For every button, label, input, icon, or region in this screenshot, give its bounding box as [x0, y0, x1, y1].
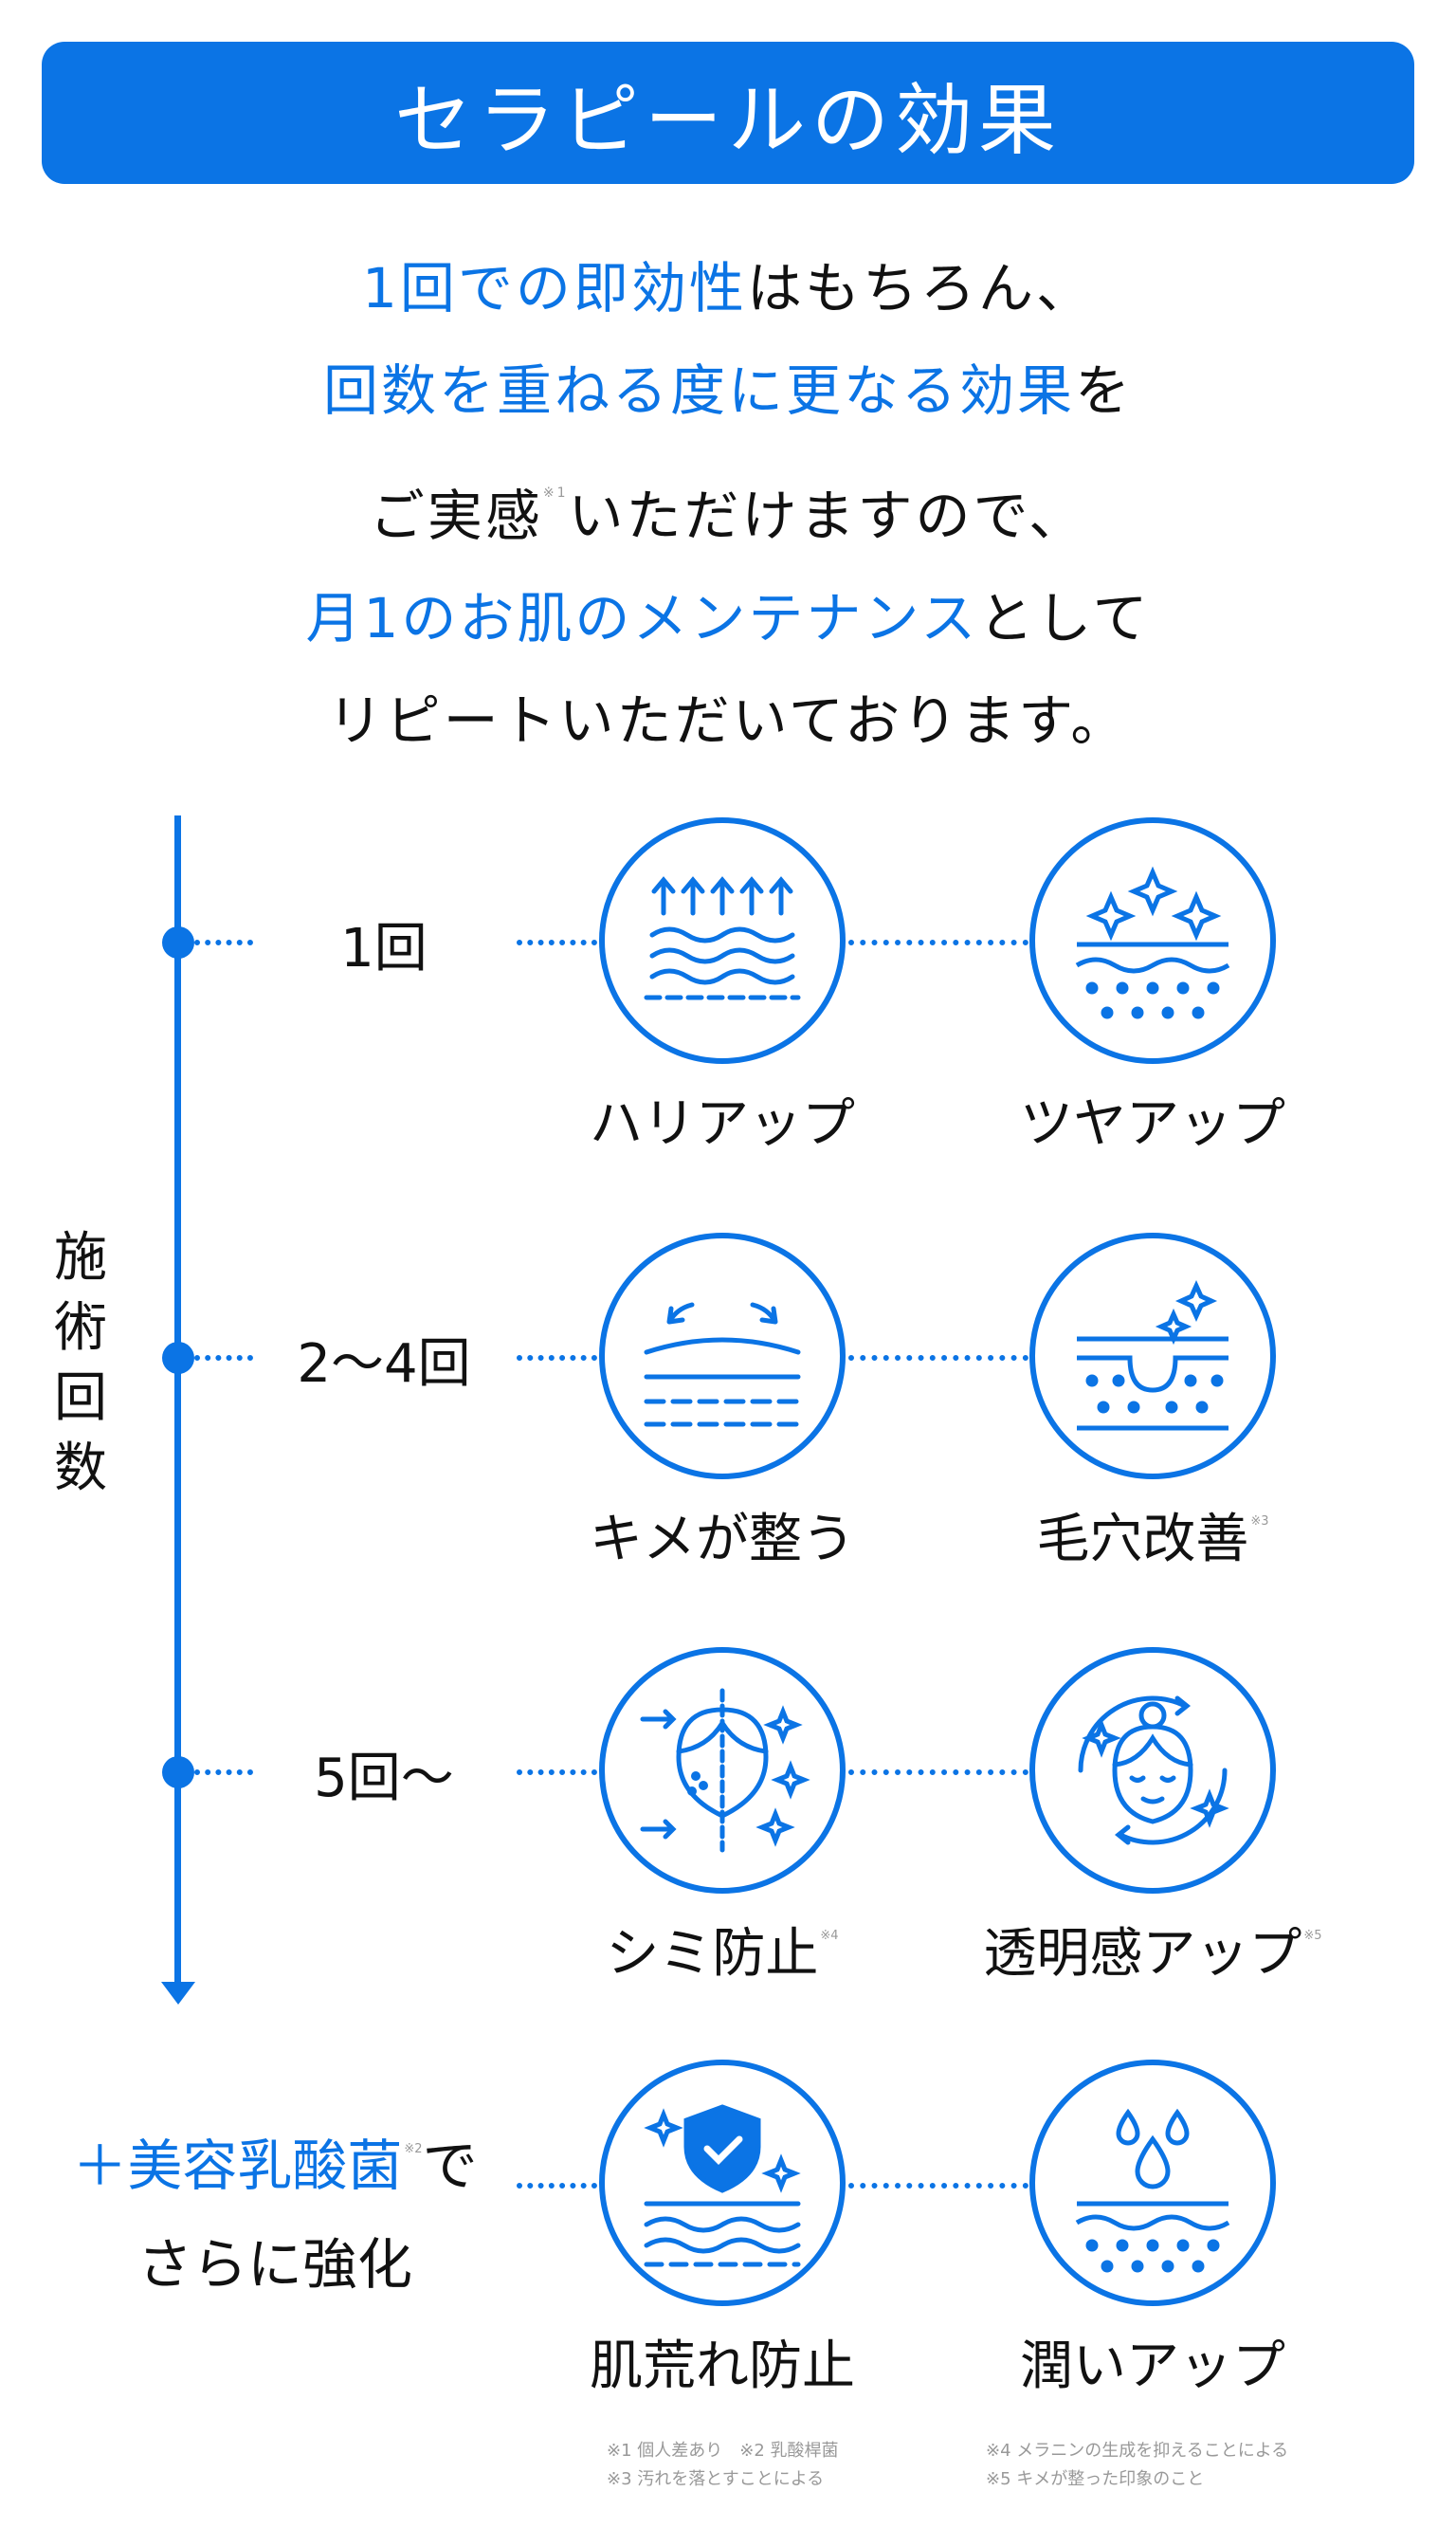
- connector: [194, 1769, 253, 1775]
- face-glow-icon: [1029, 1647, 1276, 1894]
- timeline-label: 施 術 回 数: [47, 1223, 114, 1504]
- effect-label: 透明感アップ※5: [973, 1911, 1333, 1988]
- intro-text-part: を: [1075, 358, 1134, 423]
- effect-label: 肌荒れ防止: [561, 2323, 883, 2400]
- footnote: ※5 キメが整った印象のこと: [986, 2469, 1205, 2489]
- shield-skin-icon: [599, 2060, 846, 2306]
- effect-label-text: 肌荒れ防止: [590, 2336, 855, 2397]
- connector: [848, 1769, 1028, 1775]
- footnote-mark: ※5: [1303, 1929, 1322, 1943]
- footnote-mark: ※2: [404, 2142, 423, 2156]
- page-title: セラピールの効果: [393, 75, 1062, 166]
- footnote-mark: ※4: [820, 1929, 839, 1943]
- timeline-label-char: 術: [54, 1297, 107, 1359]
- connector: [517, 940, 597, 945]
- skin-lift-icon: [599, 817, 846, 1064]
- effect-label: ハリアップ: [561, 1081, 883, 1158]
- intro-text: 1回での即効性はもちろん、 回数を重ねる度に更なる効果を ご実感※1いただけます…: [0, 237, 1456, 772]
- plus-highlight: ＋美容乳酸菌: [72, 2134, 403, 2198]
- timeline-dot: [162, 1342, 194, 1374]
- count-label: 1回: [340, 918, 428, 980]
- moisture-icon: [1029, 2060, 1276, 2306]
- pore-icon: [1029, 1233, 1276, 1479]
- footnote: ※1 個人差あり ※2 乳酸桿菌: [607, 2441, 839, 2461]
- footnotes-left: ※1 個人差あり ※2 乳酸桿菌 ※3 汚れを落とすことによる: [607, 2437, 839, 2494]
- connector: [517, 2183, 597, 2189]
- plus-label: ＋美容乳酸菌※2で さらに強化: [38, 2100, 512, 2314]
- effect-label: 潤いアップ: [992, 2323, 1314, 2400]
- footnote: ※4 メラニンの生成を抑えることによる: [986, 2441, 1289, 2461]
- connector: [848, 2183, 1028, 2189]
- effect-label-text: キメが整う: [590, 1509, 855, 1570]
- effect-label: シミ防止※4: [561, 1911, 883, 1988]
- effect-label-text: ハリアップ: [590, 1093, 855, 1155]
- footnote-mark: ※1: [542, 485, 569, 501]
- intro-highlight: 1回での即効性: [362, 256, 747, 321]
- intro-text-part: として: [978, 586, 1151, 650]
- effect-label-text: ツヤアップ: [1020, 1093, 1285, 1155]
- effect-label: キメが整う: [561, 1496, 883, 1573]
- footnote-mark: ※3: [1250, 1514, 1269, 1529]
- intro-text-part: ご実感: [369, 484, 543, 548]
- skin-shine-icon: [1029, 817, 1276, 1064]
- effect-label: ツヤアップ: [992, 1081, 1314, 1158]
- effect-label-text: 潤いアップ: [1020, 2336, 1285, 2397]
- title-banner: セラピールの効果: [42, 42, 1414, 184]
- connector: [848, 1355, 1028, 1361]
- timeline-label-char: 回: [54, 1367, 107, 1429]
- intro-highlight: 月1のお肌のメンテナンス: [305, 586, 979, 650]
- count-label: 2〜4回: [297, 1333, 471, 1395]
- face-spot-icon: [599, 1647, 846, 1894]
- connector: [517, 1355, 597, 1361]
- count-label: 5回〜: [314, 1748, 454, 1809]
- effect-label-text: シミ防止: [606, 1923, 819, 1985]
- timeline-axis: [174, 815, 181, 1988]
- intro-text-part: リピートいただいております。: [327, 688, 1129, 753]
- intro-text-part: いただけますので、: [568, 484, 1087, 548]
- timeline-dot: [162, 926, 194, 959]
- timeline-dot: [162, 1756, 194, 1788]
- effect-label-text: 毛穴改善: [1036, 1509, 1249, 1570]
- timeline-arrow: [161, 1982, 195, 2005]
- plus-text: で: [422, 2134, 478, 2198]
- plus-text: さらに強化: [136, 2232, 412, 2297]
- effect-label: 毛穴改善※3: [992, 1496, 1314, 1573]
- effect-label-text: 透明感アップ: [983, 1923, 1302, 1985]
- skin-texture-icon: [599, 1233, 846, 1479]
- timeline-label-char: 数: [54, 1438, 107, 1499]
- footnote: ※3 汚れを落とすことによる: [607, 2469, 825, 2489]
- intro-text-part: はもちろん、: [746, 256, 1094, 321]
- timeline-label-char: 施: [54, 1227, 107, 1289]
- connector: [517, 1769, 597, 1775]
- footnotes-right: ※4 メラニンの生成を抑えることによる ※5 キメが整った印象のこと: [986, 2437, 1288, 2494]
- connector: [194, 1355, 253, 1361]
- connector: [194, 940, 253, 945]
- intro-highlight: 回数を重ねる度に更なる効果: [322, 358, 1075, 423]
- connector: [848, 940, 1028, 945]
